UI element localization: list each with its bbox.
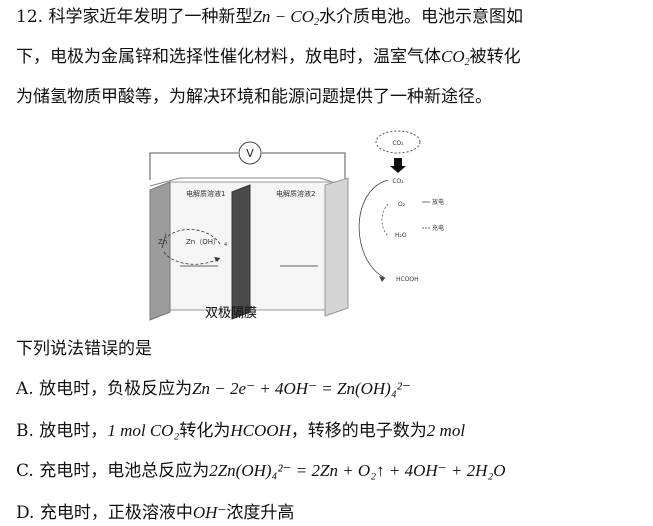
option-d-label: D. 充电时，正极溶液中 xyxy=(16,503,193,523)
battery-diagram: V 电解质溶液1 电解质溶液2 Zn Zn（OH） 4 CO₂ CO₂ O₂ H… xyxy=(140,120,470,325)
h2o-label: H₂O xyxy=(395,232,407,239)
option-c-formula: 2Zn(OH)₄²⁻ = 2Zn + O₂↑ + 4OH⁻ + 2H₂O xyxy=(209,461,506,480)
wire-left xyxy=(149,152,238,180)
option-b-formula-2: HCOOH xyxy=(230,421,291,440)
option-d-tail: 浓度升高 xyxy=(226,503,295,523)
formula-zn-co2: Zn − CO2 xyxy=(252,7,319,28)
co2-label: CO₂ xyxy=(392,178,404,185)
option-b-formula-3: 2 mol xyxy=(426,421,466,440)
membrane-caption: 双极隔膜 xyxy=(205,306,258,321)
question-line-3: 为储氢物质甲酸等，为解决环境和能源问题提供了一种新途径。 xyxy=(16,87,492,107)
option-a[interactable]: A. 放电时，负极反应为Zn − 2e⁻ + 4OH⁻ = Zn(OH)₄²⁻ xyxy=(16,378,411,400)
question-text-2a: 下，电极为金属锌和选择性催化材料，放电时，温室气体 xyxy=(16,47,441,67)
option-c-label: C. 充电时，电池总反应为 xyxy=(16,461,210,481)
arrowhead-hcooh xyxy=(379,276,385,282)
zn-label: Zn xyxy=(158,238,167,246)
voltmeter-label: V xyxy=(246,147,254,160)
zn-oh-label: Zn（OH） xyxy=(186,238,220,246)
question-text-2b: 被转化 xyxy=(469,47,521,67)
wire-right xyxy=(262,152,346,180)
discharge-label: 放电 xyxy=(432,198,444,206)
cloud-co2-label: CO₂ xyxy=(392,140,404,147)
curve-to-hcooh xyxy=(358,179,389,279)
prompt-text: 下列说法错误的是 xyxy=(16,339,152,359)
option-b[interactable]: B. 放电时，1 mol CO₂转化为HCOOH，转移的电子数为2 mol xyxy=(16,420,465,442)
hcooh-label: HCOOH xyxy=(396,276,419,283)
catalyst-electrode xyxy=(324,177,349,317)
option-a-formula: Zn − 2e⁻ + 4OH⁻ = Zn(OH)₄²⁻ xyxy=(192,379,411,398)
container-body xyxy=(169,181,336,311)
option-b-mid: 转化为 xyxy=(179,421,231,441)
arc-upper-arrow xyxy=(165,229,221,245)
electrolyte-2-label: 电解质溶液2 xyxy=(276,189,315,198)
arrowhead-lower xyxy=(214,257,220,262)
question-text-1a: 科学家近年发明了一种新型 xyxy=(48,7,253,27)
option-d[interactable]: D. 充电时，正极溶液中OH⁻浓度升高 xyxy=(16,502,294,524)
voltmeter-icon xyxy=(238,141,262,165)
o2-label: O₂ xyxy=(398,201,406,208)
option-c[interactable]: C. 充电时，电池总反应为2Zn(OH)₄²⁻ = 2Zn + O₂↑ + 4O… xyxy=(16,460,506,482)
option-b-formula-1: 1 mol CO₂ xyxy=(107,421,180,440)
down-arrow-icon xyxy=(390,158,406,173)
co2-cloud xyxy=(375,130,421,154)
bipolar-membrane xyxy=(231,184,251,320)
option-b-tail: ，转移的电子数为 xyxy=(290,421,427,441)
zinc-electrode xyxy=(149,181,171,321)
formula-co2: CO2 xyxy=(441,47,470,68)
electrolyte-1-label: 电解质溶液1 xyxy=(186,189,225,198)
question-text-1b: 水介质电池。电池示意图如 xyxy=(319,7,523,27)
charge-label: 充电 xyxy=(432,224,444,232)
battery-diagram-svg: V 电解质溶液1 电解质溶液2 Zn Zn（OH） 4 CO₂ CO₂ O₂ H… xyxy=(149,130,444,321)
arrow-left xyxy=(161,233,167,249)
zn-oh-subscript: 4 xyxy=(224,242,227,248)
o2-h2o-arrow xyxy=(381,203,389,237)
option-b-label: B. 放电时， xyxy=(16,421,108,441)
option-a-label: A. 放电时，负极反应为 xyxy=(16,379,193,399)
question-number: 12. xyxy=(16,7,44,27)
option-d-formula: OH⁻ xyxy=(192,503,227,522)
question-line-1: 12. 科学家近年发明了一种新型Zn − CO2水介质电池。电池示意图如 xyxy=(16,6,523,28)
question-line-2: 下，电极为金属锌和选择性催化材料，放电时，温室气体CO2被转化 xyxy=(16,46,521,68)
